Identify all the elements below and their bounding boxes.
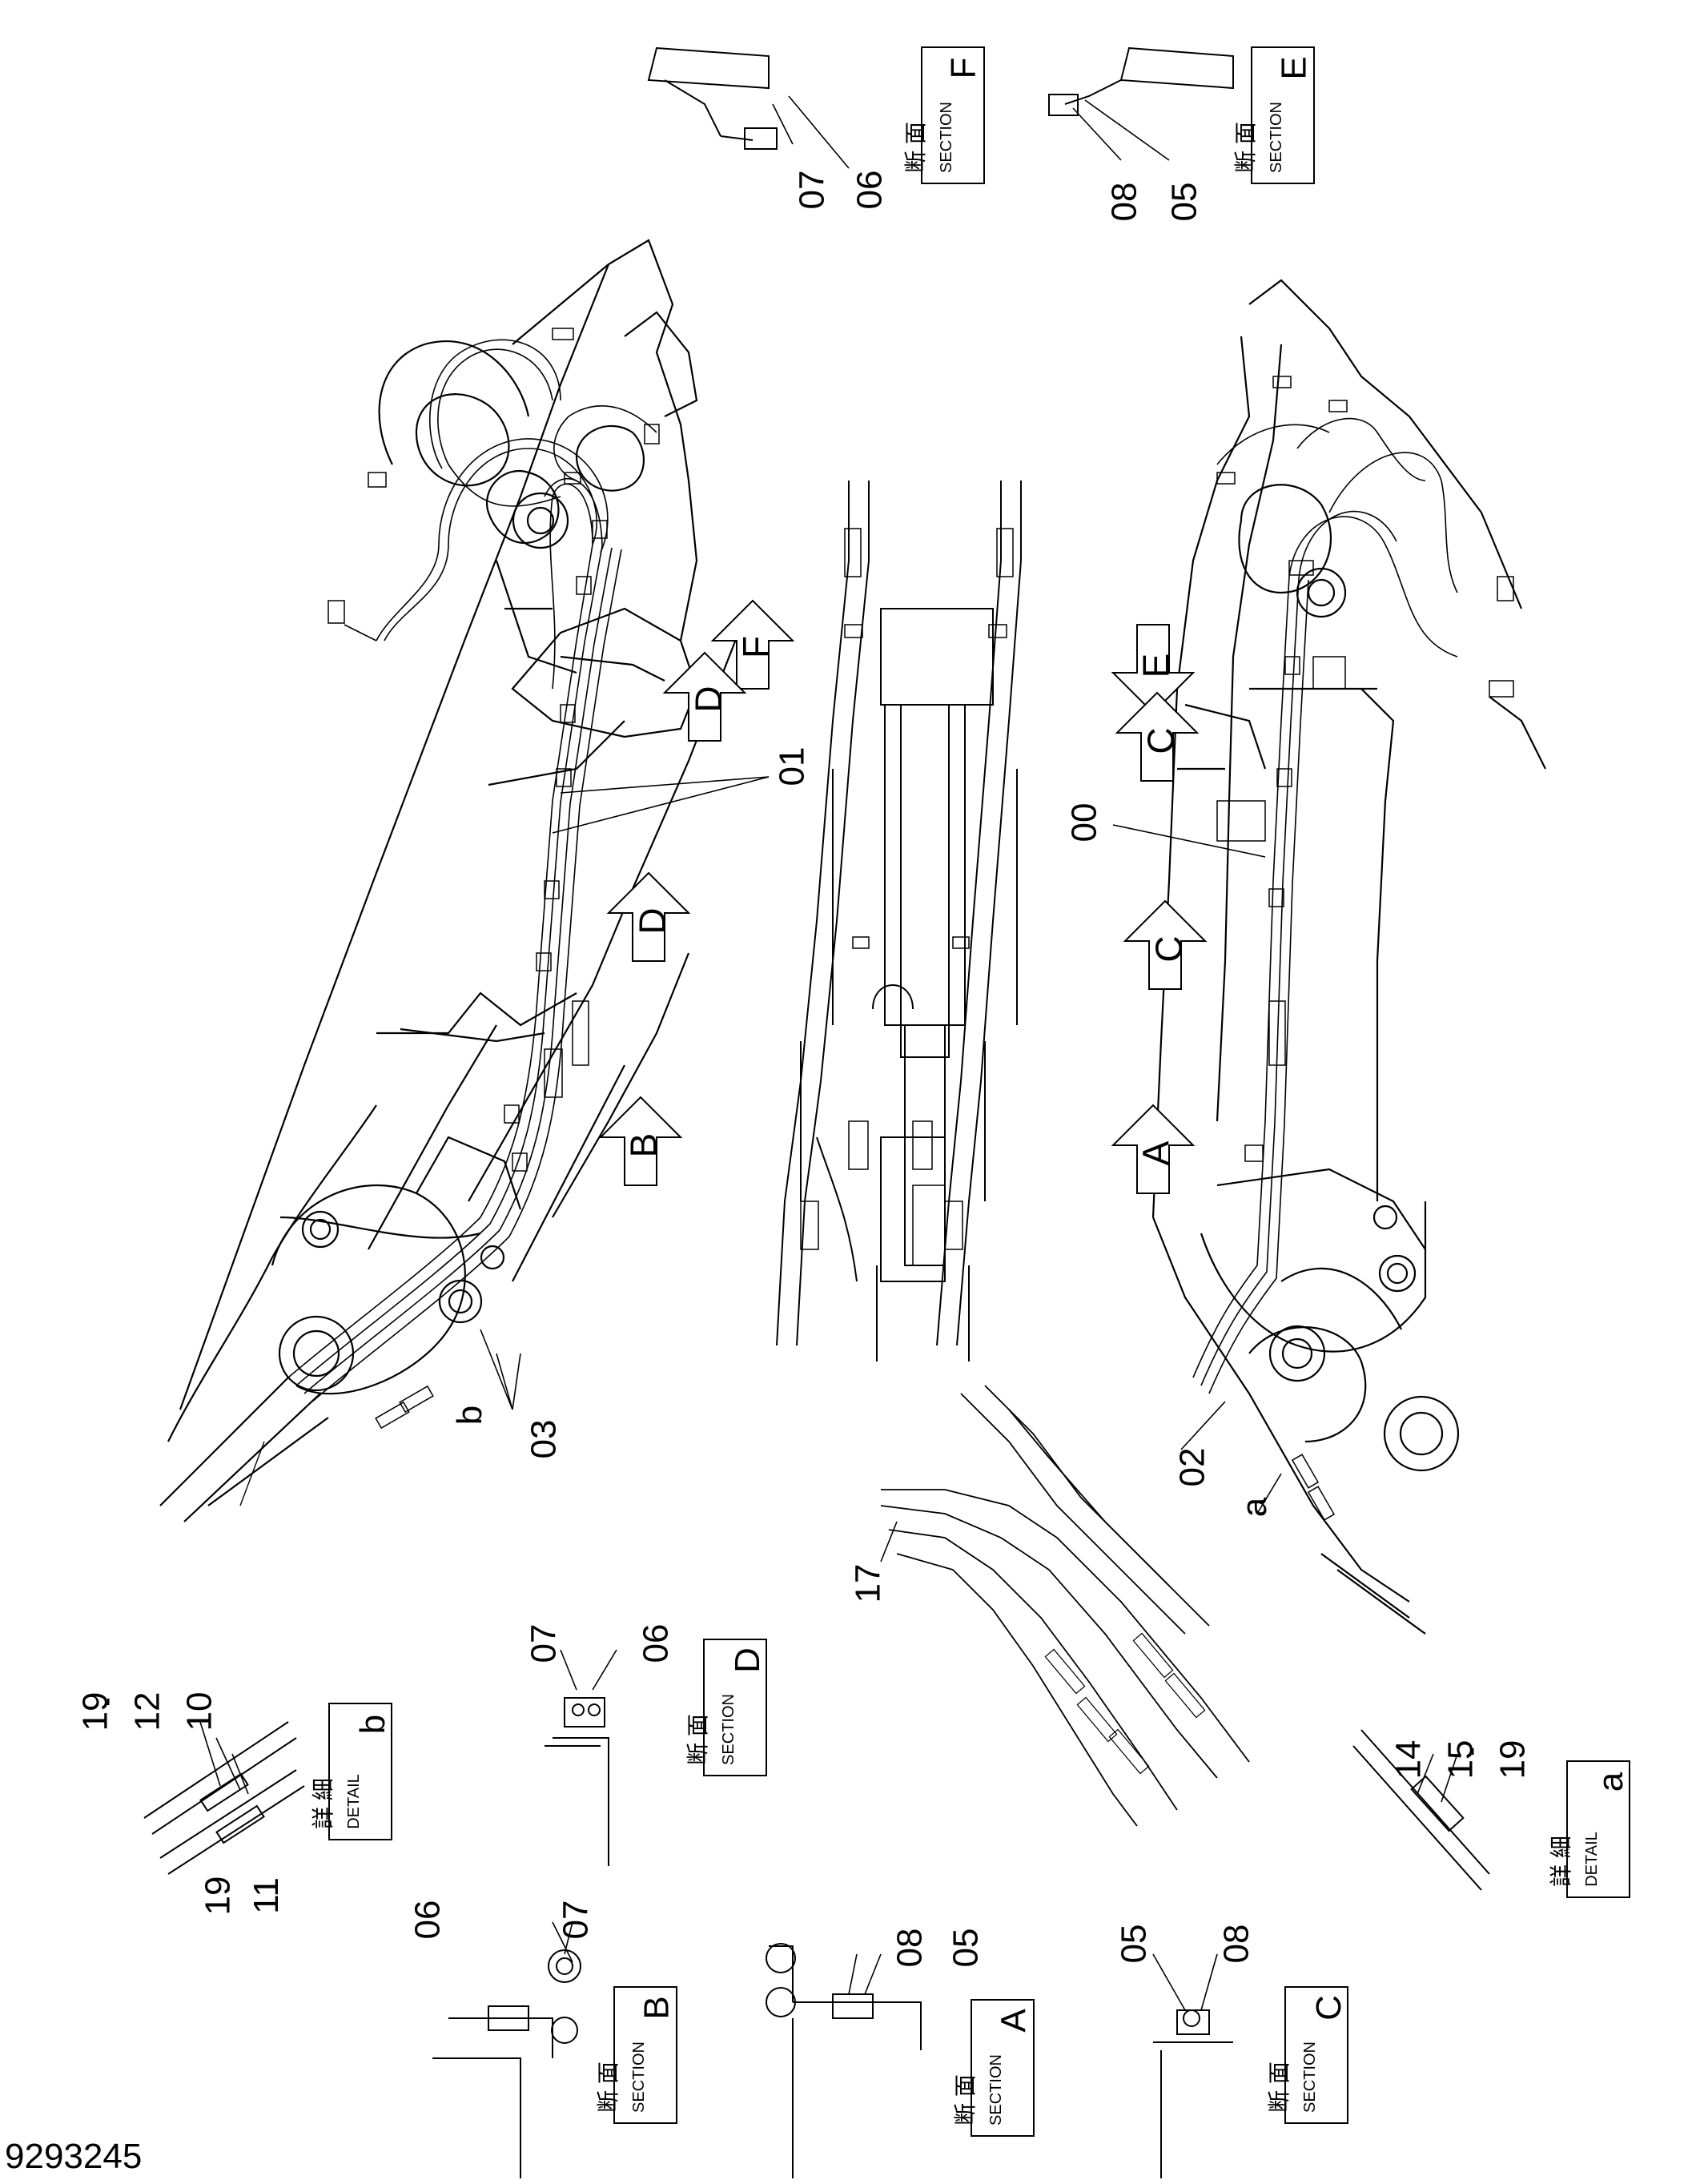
detail-b-en: DETAIL — [344, 1774, 363, 1829]
section-d-en: SECTION — [719, 1694, 737, 1765]
section-d-letter: D — [727, 1647, 767, 1673]
section-b-callout-06: 06 — [408, 1900, 448, 1940]
detail-b-callout-11: 11 — [246, 1877, 286, 1914]
section-d-callout-06: 06 — [636, 1623, 676, 1663]
arrow-letter-left-f: F — [735, 635, 778, 659]
detail-b-dash-1: - — [91, 1697, 123, 1707]
section-d-title-box: 断 面 SECTION D — [685, 1639, 767, 1776]
section-c-thumbnail — [1153, 2009, 1233, 2178]
arrow-letter-right-c-mid: C — [1147, 935, 1190, 963]
section-f-title-box: 断 面 SECTION F — [903, 46, 985, 184]
section-c-letter: C — [1308, 1995, 1348, 2021]
section-c-title-box: 断 面 SECTION C — [1267, 1986, 1348, 2124]
section-d-jp: 断 面 — [685, 1714, 710, 1765]
arrow-letter-right-e: E — [1135, 653, 1177, 678]
section-a-callout-05: 05 — [946, 1928, 986, 1968]
callout-03: 03 — [524, 1419, 564, 1459]
section-a-callout-08: 08 — [890, 1928, 930, 1968]
right-boom — [1151, 279, 1546, 1635]
callout-00: 00 — [1064, 802, 1104, 843]
section-c-callout-05: 05 — [1114, 1924, 1154, 1964]
section-f-thumbnail — [647, 46, 778, 150]
callout-17: 17 — [848, 1563, 888, 1603]
detail-a-callout-14: 14 — [1389, 1740, 1429, 1780]
detail-a-callout-19: 19 — [1493, 1740, 1533, 1780]
section-b-callout-07: 07 — [556, 1900, 596, 1940]
section-a-title-box: 断 面 SECTION A — [953, 1999, 1035, 2137]
detail-a-title-box: 詳 細 DETAIL a — [1549, 1760, 1631, 1898]
detail-b-dash-2: - — [211, 1883, 243, 1892]
detail-a-letter: a — [1591, 1772, 1631, 1792]
section-f-callout-07: 07 — [792, 170, 832, 210]
arrow-letter-right-a: A — [1135, 1140, 1177, 1166]
detail-b-callout-10: 10 — [179, 1691, 219, 1732]
section-b-letter: B — [637, 1996, 677, 2020]
detail-b-callout-12: 12 — [127, 1691, 167, 1732]
callout-a: a — [1235, 1497, 1275, 1518]
section-d-thumbnail — [545, 1697, 609, 1866]
detail-a-thumbnail — [1352, 1729, 1490, 1891]
detail-b-letter: b — [353, 1714, 393, 1735]
section-b-jp: 断 面 — [595, 2061, 621, 2113]
section-b-en: SECTION — [629, 2041, 648, 2113]
section-a-letter: A — [994, 2009, 1034, 2033]
document-number: 9293245 — [5, 2137, 143, 2176]
center-arm-view — [776, 481, 1022, 1361]
leader-lines — [199, 95, 1458, 2011]
callout-02: 02 — [1172, 1447, 1212, 1487]
detail-b-title-box: 詳 細 DETAIL b — [311, 1703, 393, 1840]
section-f-jp: 断 面 — [902, 122, 928, 173]
arrow-letter-left-b: B — [622, 1132, 665, 1158]
section-c-callout-08: 08 — [1216, 1924, 1256, 1964]
detail-a-jp: 詳 細 — [1548, 1836, 1573, 1887]
arrow-letter-right-c-top: C — [1139, 727, 1182, 754]
section-c-jp: 断 面 — [1266, 2061, 1292, 2113]
detail-a-en: DETAIL — [1582, 1832, 1601, 1887]
section-f-callout-06: 06 — [850, 170, 890, 210]
section-e-en: SECTION — [1267, 102, 1285, 173]
section-c-en: SECTION — [1300, 2041, 1319, 2113]
arrow-letter-left-d-mid: D — [631, 907, 673, 935]
section-f-en: SECTION — [937, 102, 955, 173]
section-e-callout-05: 05 — [1164, 182, 1204, 222]
section-a-en: SECTION — [987, 2054, 1005, 2126]
callout-b: b — [450, 1405, 490, 1426]
detail-b-callout-19b: 19 — [198, 1876, 238, 1916]
arrow-letter-left-d-top: D — [687, 686, 729, 713]
section-e-callout-08: 08 — [1104, 182, 1144, 222]
detail-b-jp: 詳 細 — [310, 1778, 336, 1829]
section-e-thumbnail — [1048, 46, 1234, 116]
lower-hose-bundle — [880, 1385, 1250, 1827]
detail-b-thumbnail — [143, 1721, 305, 1875]
section-f-letter: F — [943, 57, 983, 79]
callout-01: 01 — [772, 746, 812, 786]
section-e-jp: 断 面 — [1232, 122, 1258, 173]
section-e-title-box: 断 面 SECTION E — [1233, 46, 1315, 184]
section-b-thumbnail — [432, 1949, 581, 2178]
section-b-title-box: 断 面 SECTION B — [596, 1986, 677, 2124]
section-a-thumbnail — [766, 1943, 922, 2178]
detail-a-dash: - — [1456, 1747, 1487, 1756]
detail-a-callout-15: 15 — [1441, 1740, 1481, 1780]
section-arrows — [598, 599, 1208, 1194]
section-a-jp: 断 面 — [952, 2074, 978, 2126]
section-d-callout-07: 07 — [524, 1623, 564, 1663]
section-e-letter: E — [1274, 56, 1314, 80]
